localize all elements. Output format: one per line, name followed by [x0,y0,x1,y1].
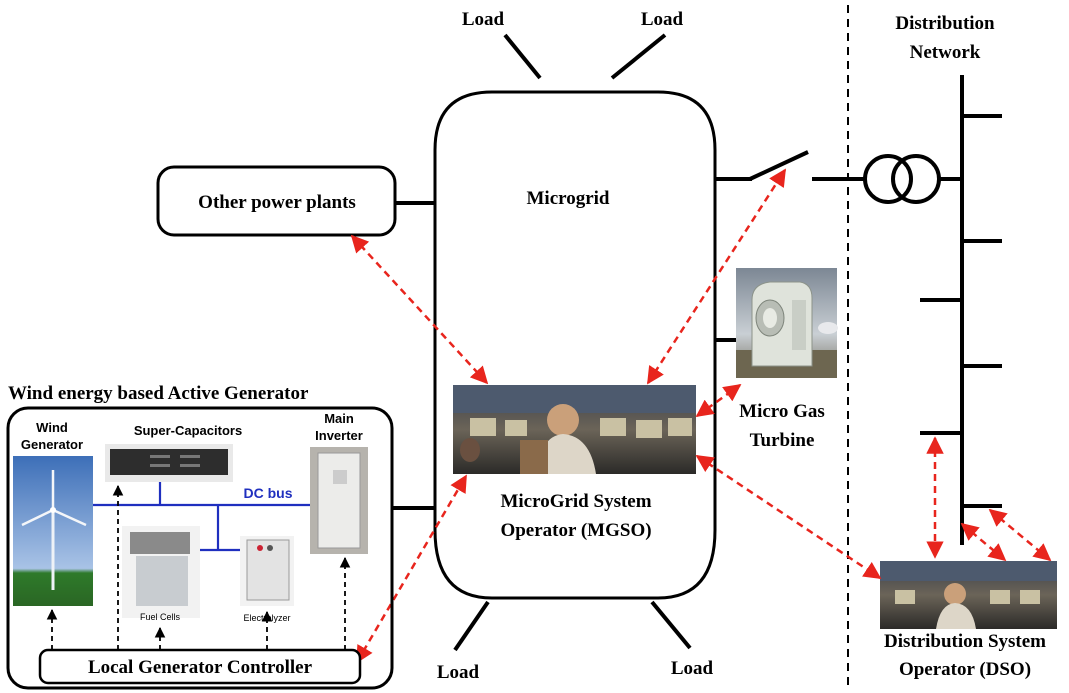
mgso-control-room-photo [453,385,696,474]
comm-link-dso-bus-2 [960,522,1007,562]
dso-label-2: Operator (DSO) [899,659,1031,680]
local-controller-label: Local Generator Controller [88,657,313,678]
local-controller-box [38,648,362,685]
distribution-network-title-2: Network [910,42,981,63]
micro-gas-turbine-label-2: Turbine [750,430,815,451]
wind-generator-label-1: Wind [36,420,68,435]
comm-link-mgso-dso [695,454,882,580]
comm-link-turbine-mgso [695,383,742,418]
dso-control-room-photo [880,561,1057,629]
load-label-bottom-right: Load [671,658,714,679]
load-line-bottom-right [650,600,692,650]
super-capacitors-label: Super-Capacitors [134,423,242,438]
load-label-bottom-left: Load [437,662,480,683]
active-generator-title: Wind energy based Active Generator [8,383,309,404]
distribution-network-title-1: Distribution [895,13,995,34]
controller-signal-arrows [46,484,351,650]
distribution-feeders [920,114,1002,508]
mgso-label-2: Operator (MGSO) [500,520,651,541]
load-line-top-right [610,33,667,80]
dc-bus-label: DC bus [244,485,293,501]
electrolyzer-photo [240,536,294,606]
main-inverter-label-2: Inverter [315,428,363,443]
dso-label-1: Distribution System [884,631,1046,652]
fuel-cells-photo [122,526,200,618]
super-capacitors-photo [105,444,233,482]
micro-gas-turbine-photo [736,268,838,378]
main-inverter-photo [310,447,368,554]
load-label-top-left: Load [462,9,505,30]
load-line-bottom-left [453,600,490,652]
transformer-icon [863,154,941,204]
load-line-top-left [503,33,542,80]
main-inverter-label-1: Main [324,411,354,426]
fuel-cells-label: Fuel Cells [140,612,181,622]
comm-link-switch-mgso [646,168,787,385]
active-generator-box [6,406,394,690]
micro-gas-turbine-label-1: Micro Gas [739,401,825,422]
load-label-top-right: Load [641,9,684,30]
wind-generator-label-2: Generator [21,437,83,452]
communication-links [350,168,1052,664]
mgso-label-1: MicroGrid System [500,491,651,512]
dc-bus [93,482,310,552]
other-power-plants-label: Other power plants [198,192,356,213]
comm-link-plants-mgso [350,234,489,385]
comm-link-dso-bus-3 [988,508,1052,562]
wind-turbine-photo [13,456,93,606]
microgrid-label: Microgrid [526,188,609,209]
breaker-switch [749,150,809,181]
